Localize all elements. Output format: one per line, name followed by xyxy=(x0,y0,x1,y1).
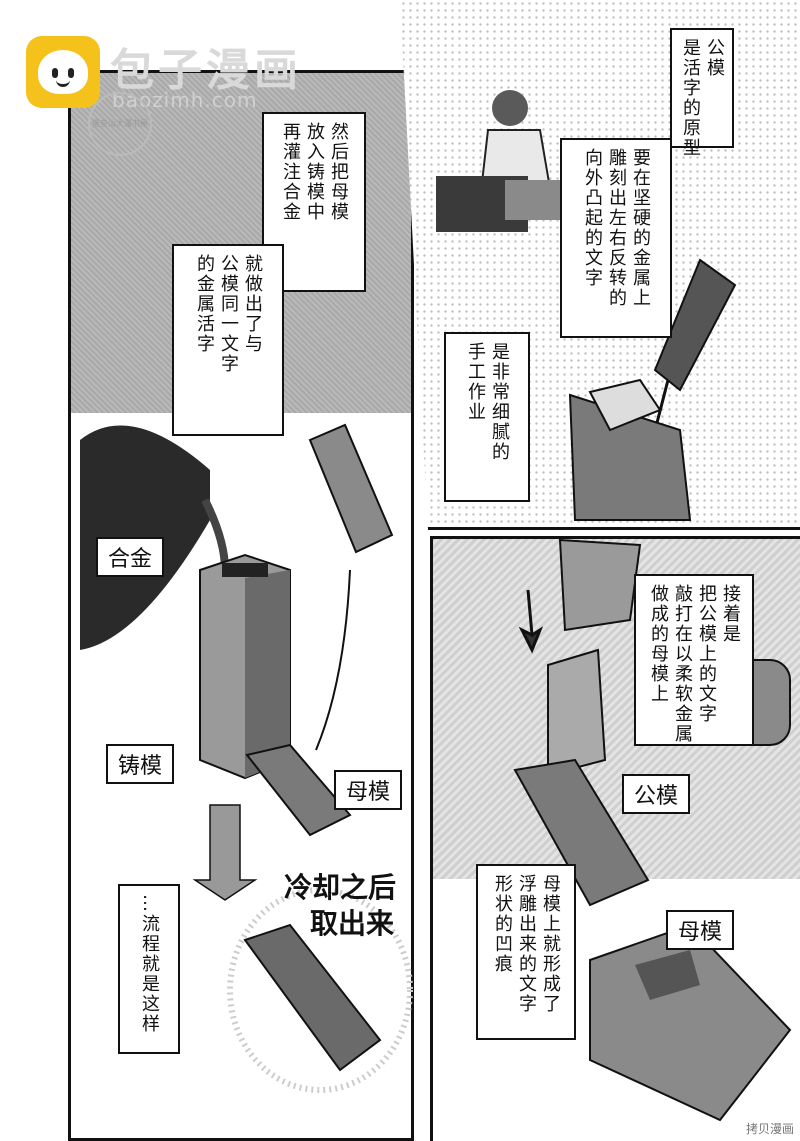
caption-left-3: …流程就是这样 xyxy=(118,884,180,1054)
caption-bottom-right-2: 母模上就形成了 浮雕出来的文字 形状的凹痕 xyxy=(476,864,576,1040)
caption-left-2: 就做出了与 公模同一文字 的金属活字 xyxy=(172,244,284,436)
caption-top-right-1: 公模 是活字的原型 xyxy=(670,28,734,158)
bun-logo-icon xyxy=(26,36,100,108)
handwritten-cool-line1: 冷却之后 xyxy=(284,871,397,904)
watermark-seal: 堡垒山大漫书屋 xyxy=(88,92,152,156)
footer-watermark: 拷贝漫画 xyxy=(745,1122,794,1136)
handwritten-cool-line2: 取出来 xyxy=(310,907,395,940)
label-matrix-left: 母模 xyxy=(334,770,403,810)
label-alloy: 合金 xyxy=(96,537,165,577)
label-casting-mold: 铸模 xyxy=(106,744,175,784)
caption-bottom-right-1: 接着是 把公模上的文字 敲打在以柔软金属 做成的母模上 xyxy=(634,574,754,746)
label-matrix-right: 母模 xyxy=(666,910,735,950)
caption-top-right-2: 要在坚硬的金属上 雕刻出左右反转的 向外凸起的文字 xyxy=(560,138,672,338)
watermark-brand: 包子漫画 xyxy=(110,45,302,96)
caption-top-right-3: 是非常细腻的 手工作业 xyxy=(444,332,530,502)
label-punch: 公模 xyxy=(622,774,691,814)
